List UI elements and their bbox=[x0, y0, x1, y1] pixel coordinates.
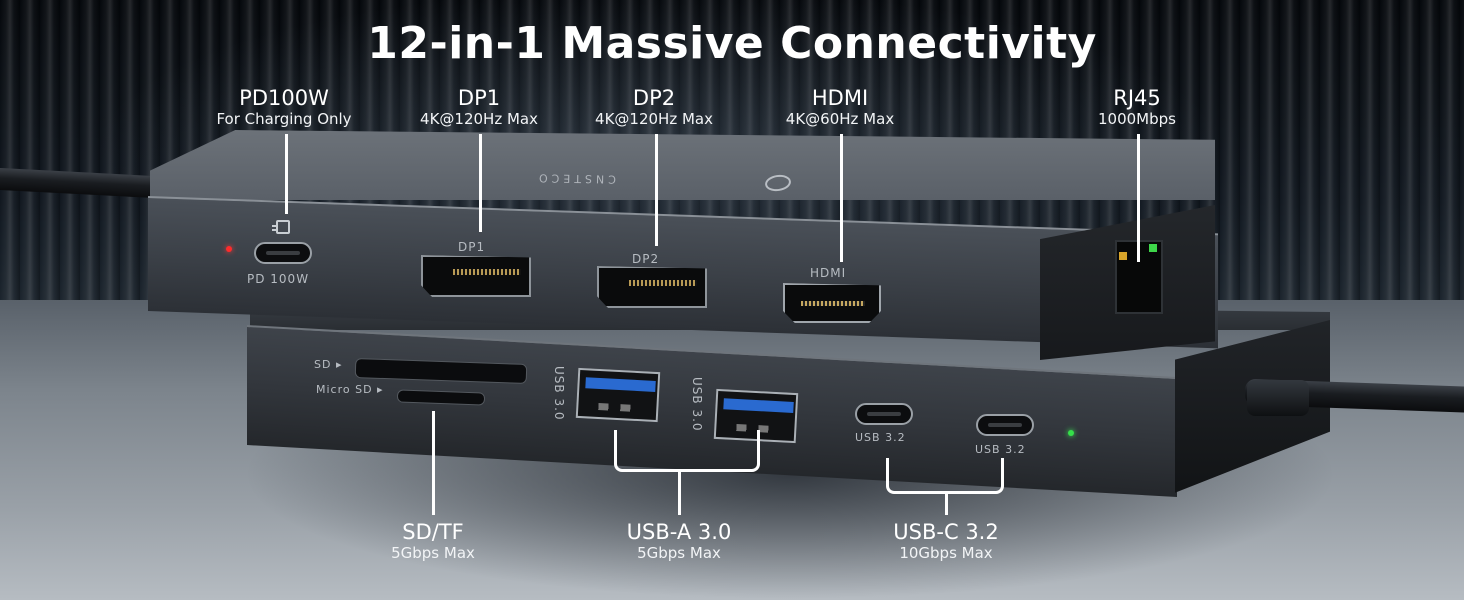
brand-print: CNSTECO bbox=[534, 171, 617, 186]
sd-slot-print: SD ▸ bbox=[314, 358, 343, 371]
callout-title: PD100W bbox=[239, 86, 329, 110]
callout-usba: USB-A 3.0 5Gbps Max bbox=[627, 520, 732, 562]
usb-c-port-2 bbox=[976, 414, 1034, 436]
hdmi-port bbox=[783, 283, 881, 323]
displayport-1 bbox=[421, 255, 531, 297]
callout-pd100w: PD100W For Charging Only bbox=[216, 86, 351, 128]
pointer-line-sdtf bbox=[432, 411, 435, 515]
displayport-2 bbox=[597, 266, 707, 308]
usba-2-print: USB 3.0 bbox=[690, 377, 704, 432]
callout-subtitle: 5Gbps Max bbox=[391, 544, 475, 562]
dp1-port-print: DP1 bbox=[458, 240, 486, 254]
pointer-line-pd bbox=[285, 134, 288, 214]
callout-rj45: RJ45 1000Mbps bbox=[1098, 86, 1176, 128]
bracket-usba bbox=[614, 430, 760, 472]
callout-usbc: USB-C 3.2 10Gbps Max bbox=[893, 520, 998, 562]
callout-title: USB-C 3.2 bbox=[893, 520, 999, 544]
callout-hdmi: HDMI 4K@60Hz Max bbox=[786, 86, 894, 128]
top-hub-top-face bbox=[150, 130, 1215, 200]
pd-port-print: PD 100W bbox=[247, 272, 310, 286]
cable-connector bbox=[1247, 380, 1309, 416]
rj45-activity-led bbox=[1119, 252, 1127, 260]
pointer-line-dp2 bbox=[655, 134, 658, 246]
headline: 12-in-1 Massive Connectivity bbox=[367, 18, 1097, 69]
callout-subtitle: 4K@60Hz Max bbox=[785, 110, 895, 128]
callout-subtitle: 4K@120Hz Max bbox=[595, 110, 713, 128]
pointer-line-dp1 bbox=[479, 134, 482, 232]
callout-title: DP1 bbox=[457, 86, 501, 110]
hdmi-port-print: HDMI bbox=[810, 266, 847, 280]
callout-dp2: DP2 4K@120Hz Max bbox=[595, 86, 713, 128]
pointer-line-rj45 bbox=[1137, 134, 1140, 262]
power-led-red bbox=[226, 246, 232, 252]
callout-title: DP2 bbox=[632, 86, 676, 110]
bracket-usbc bbox=[886, 458, 1004, 494]
callout-title: SD/TF bbox=[402, 520, 464, 544]
callout-subtitle: 5Gbps Max bbox=[637, 544, 721, 562]
usb-a-port-1 bbox=[575, 367, 661, 423]
callout-title: HDMI bbox=[811, 86, 869, 110]
callout-subtitle: 4K@120Hz Max bbox=[420, 110, 538, 128]
usba-1-print: USB 3.0 bbox=[552, 366, 566, 421]
callout-title: RJ45 bbox=[1113, 86, 1161, 110]
usbc-1-print: USB 3.2 bbox=[855, 431, 906, 444]
rj45-link-led bbox=[1149, 244, 1157, 252]
pd-usb-c-port bbox=[254, 242, 312, 264]
callout-subtitle: For Charging Only bbox=[216, 110, 352, 128]
callout-subtitle: 1000Mbps bbox=[1098, 110, 1176, 128]
pointer-line-hdmi bbox=[840, 134, 843, 262]
pointer-line-usbc bbox=[945, 492, 948, 515]
callout-dp1: DP1 4K@120Hz Max bbox=[420, 86, 538, 128]
callout-sdtf: SD/TF 5Gbps Max bbox=[391, 520, 475, 562]
dp2-port-print: DP2 bbox=[632, 252, 660, 266]
usb-c-port-1 bbox=[855, 403, 913, 425]
charging-plug-icon bbox=[272, 220, 290, 234]
pointer-line-usba bbox=[678, 470, 681, 515]
status-led-green bbox=[1068, 430, 1074, 436]
microsd-slot-print: Micro SD ▸ bbox=[316, 383, 384, 396]
callout-title: USB-A 3.0 bbox=[626, 520, 732, 544]
callout-subtitle: 10Gbps Max bbox=[899, 544, 993, 562]
usbc-2-print: USB 3.2 bbox=[975, 443, 1026, 456]
rj45-ethernet-port bbox=[1115, 240, 1163, 314]
